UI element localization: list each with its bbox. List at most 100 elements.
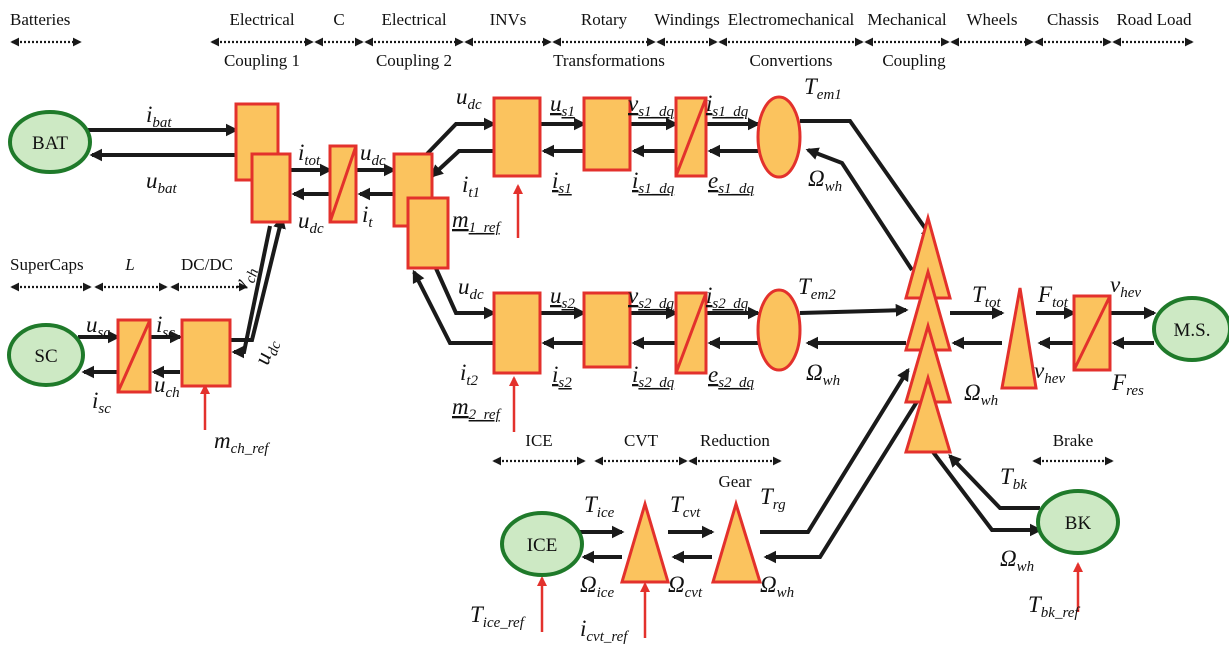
header-electrical-coupling-1-line2: Coupling 1 — [224, 51, 300, 70]
header-dcdc: DC/DC — [181, 255, 233, 274]
source-ice: ICE — [500, 511, 584, 577]
label-e-s2-dq: es2_dq — [708, 362, 755, 391]
label-i-s1-dq-a: is1_dq — [632, 168, 675, 197]
chassis-diagonal — [1072, 295, 1112, 371]
label-m1-ref: m1_ref — [452, 207, 502, 236]
header-reduction-line2: Gear — [718, 472, 751, 491]
source-bat: BAT — [8, 110, 92, 174]
header-reduction-line1: Reduction — [700, 431, 770, 450]
blocks — [116, 95, 1112, 584]
label-v-s2-dq: vs2_dq — [628, 283, 675, 312]
header-windings: Windings — [654, 10, 719, 29]
header-rotary-line1: Rotary — [581, 10, 628, 29]
label-f-res: Fres — [1111, 370, 1144, 399]
header-mechanical-coupling-line1: Mechanical — [867, 10, 947, 29]
windings-2-diagonal — [674, 292, 708, 374]
rotary-transform-2-block — [582, 291, 632, 369]
header-electromechanical-line2: Convertions — [749, 51, 832, 70]
header-inductor: L — [124, 255, 134, 274]
label-i-cvt-ref: icvt_ref — [580, 616, 629, 645]
label-omega-wh-5: Ωwh — [1000, 546, 1034, 575]
label-m-ch-ref: mch_ref — [214, 428, 270, 457]
label-i-t: it — [362, 202, 373, 231]
label-omega-wh-4: Ωwh — [760, 572, 794, 601]
electrical-coupling-2-block-b — [406, 196, 450, 270]
label-i-s2-dq-a: is2_dq — [632, 362, 675, 391]
header-capacitor: C — [333, 10, 344, 29]
label-i-t2: it2 — [460, 360, 479, 389]
header-cvt: CVT — [624, 431, 659, 450]
source-bk: BK — [1036, 489, 1120, 555]
header-invs: INVs — [490, 10, 527, 29]
label-u-dc-d: udc — [458, 274, 484, 303]
header-brake: Brake — [1053, 431, 1094, 450]
header-mechanical-coupling-line2: Coupling — [882, 51, 946, 70]
label-t-em2: Tem2 — [798, 274, 836, 303]
control-inputs — [200, 184, 1083, 638]
inductor-diagonal — [116, 319, 152, 393]
label-t-ice-ref: Tice_ref — [470, 602, 526, 631]
label-u-dc-a: udc — [298, 208, 324, 237]
label-v-hev-a: vhev — [1110, 272, 1141, 301]
label-i-s2: is2 — [552, 362, 572, 391]
label-i-s2-dq-b: is2_dq — [706, 283, 749, 312]
wheel-triangle — [1000, 287, 1038, 390]
label-t-tot: Ttot — [972, 282, 1001, 311]
label-v-ch: vch — [227, 263, 262, 295]
label-i-sc-a: isc — [92, 388, 111, 417]
header-electromechanical-line1: Electromechanical — [728, 10, 855, 29]
source-bk-label: BK — [1065, 513, 1092, 534]
label-i-sc-b: isc — [156, 312, 175, 341]
header-ranges — [10, 37, 1194, 466]
header-chassis: Chassis — [1047, 10, 1099, 29]
inverter-2-block — [492, 291, 542, 375]
label-t-bk: Tbk — [1000, 464, 1027, 493]
electrical-coupling-1-block-b — [250, 152, 292, 224]
header-rotary-line2: Transformations — [553, 51, 665, 70]
header-electrical-coupling-1-line1: Electrical — [229, 10, 294, 29]
label-u-dc-c: udc — [456, 84, 482, 113]
machine-1-block — [756, 95, 802, 179]
label-i-t1: it1 — [462, 172, 480, 201]
label-omega-cvt: Ωcvt — [668, 572, 703, 601]
header-labels: Batteries Electrical Coupling 1 C Electr… — [10, 10, 1192, 491]
label-t-cvt: Tcvt — [670, 492, 701, 521]
header-road-load: Road Load — [1116, 10, 1192, 29]
label-u-ch: uch — [154, 372, 180, 401]
label-t-bk-ref: Tbk_ref — [1028, 592, 1080, 621]
header-supercaps: SuperCaps — [10, 255, 84, 274]
header-batteries: Batteries — [10, 10, 70, 29]
label-i-bat: ibat — [146, 102, 172, 131]
label-i-s1-dq-b: is1_dq — [706, 91, 749, 120]
label-omega-wh-1: Ωwh — [808, 166, 842, 195]
label-t-em1: Tem1 — [804, 74, 842, 103]
inverter-1-block — [492, 96, 542, 178]
label-v-s1-dq: vs1_dq — [628, 91, 675, 120]
source-sc: SC — [7, 323, 85, 387]
label-u-s1: us1 — [550, 91, 575, 120]
label-i-s1: is1 — [552, 168, 572, 197]
rotary-transform-1-block — [582, 96, 632, 172]
label-i-tot: itot — [298, 140, 321, 169]
label-f-tot: Ftot — [1037, 282, 1069, 311]
machine-2-block — [756, 288, 802, 372]
header-ice: ICE — [525, 431, 552, 450]
label-v-hev-b: vhev — [1034, 358, 1065, 387]
header-electrical-coupling-2-line2: Coupling 2 — [376, 51, 452, 70]
dcdc-block — [180, 318, 232, 388]
power-flows — [78, 117, 1157, 564]
label-omega-wh-3: Ωwh — [964, 380, 998, 409]
label-u-s2: us2 — [550, 283, 575, 312]
label-omega-wh-2: Ωwh — [806, 360, 840, 389]
label-t-rg: Trg — [760, 484, 786, 513]
source-ms-label: M.S. — [1174, 320, 1211, 341]
windings-1-diagonal — [674, 97, 708, 177]
reduction-gear-triangle — [710, 498, 763, 584]
variable-labels: ibat ubat itot udc udc it udc it1 m1_ref… — [86, 74, 1144, 645]
header-wheels: Wheels — [967, 10, 1018, 29]
label-u-bat: ubat — [146, 168, 178, 197]
label-u-sc: usc — [86, 312, 110, 341]
header-electrical-coupling-2-line1: Electrical — [381, 10, 446, 29]
label-e-s1-dq: es1_dq — [708, 168, 755, 197]
